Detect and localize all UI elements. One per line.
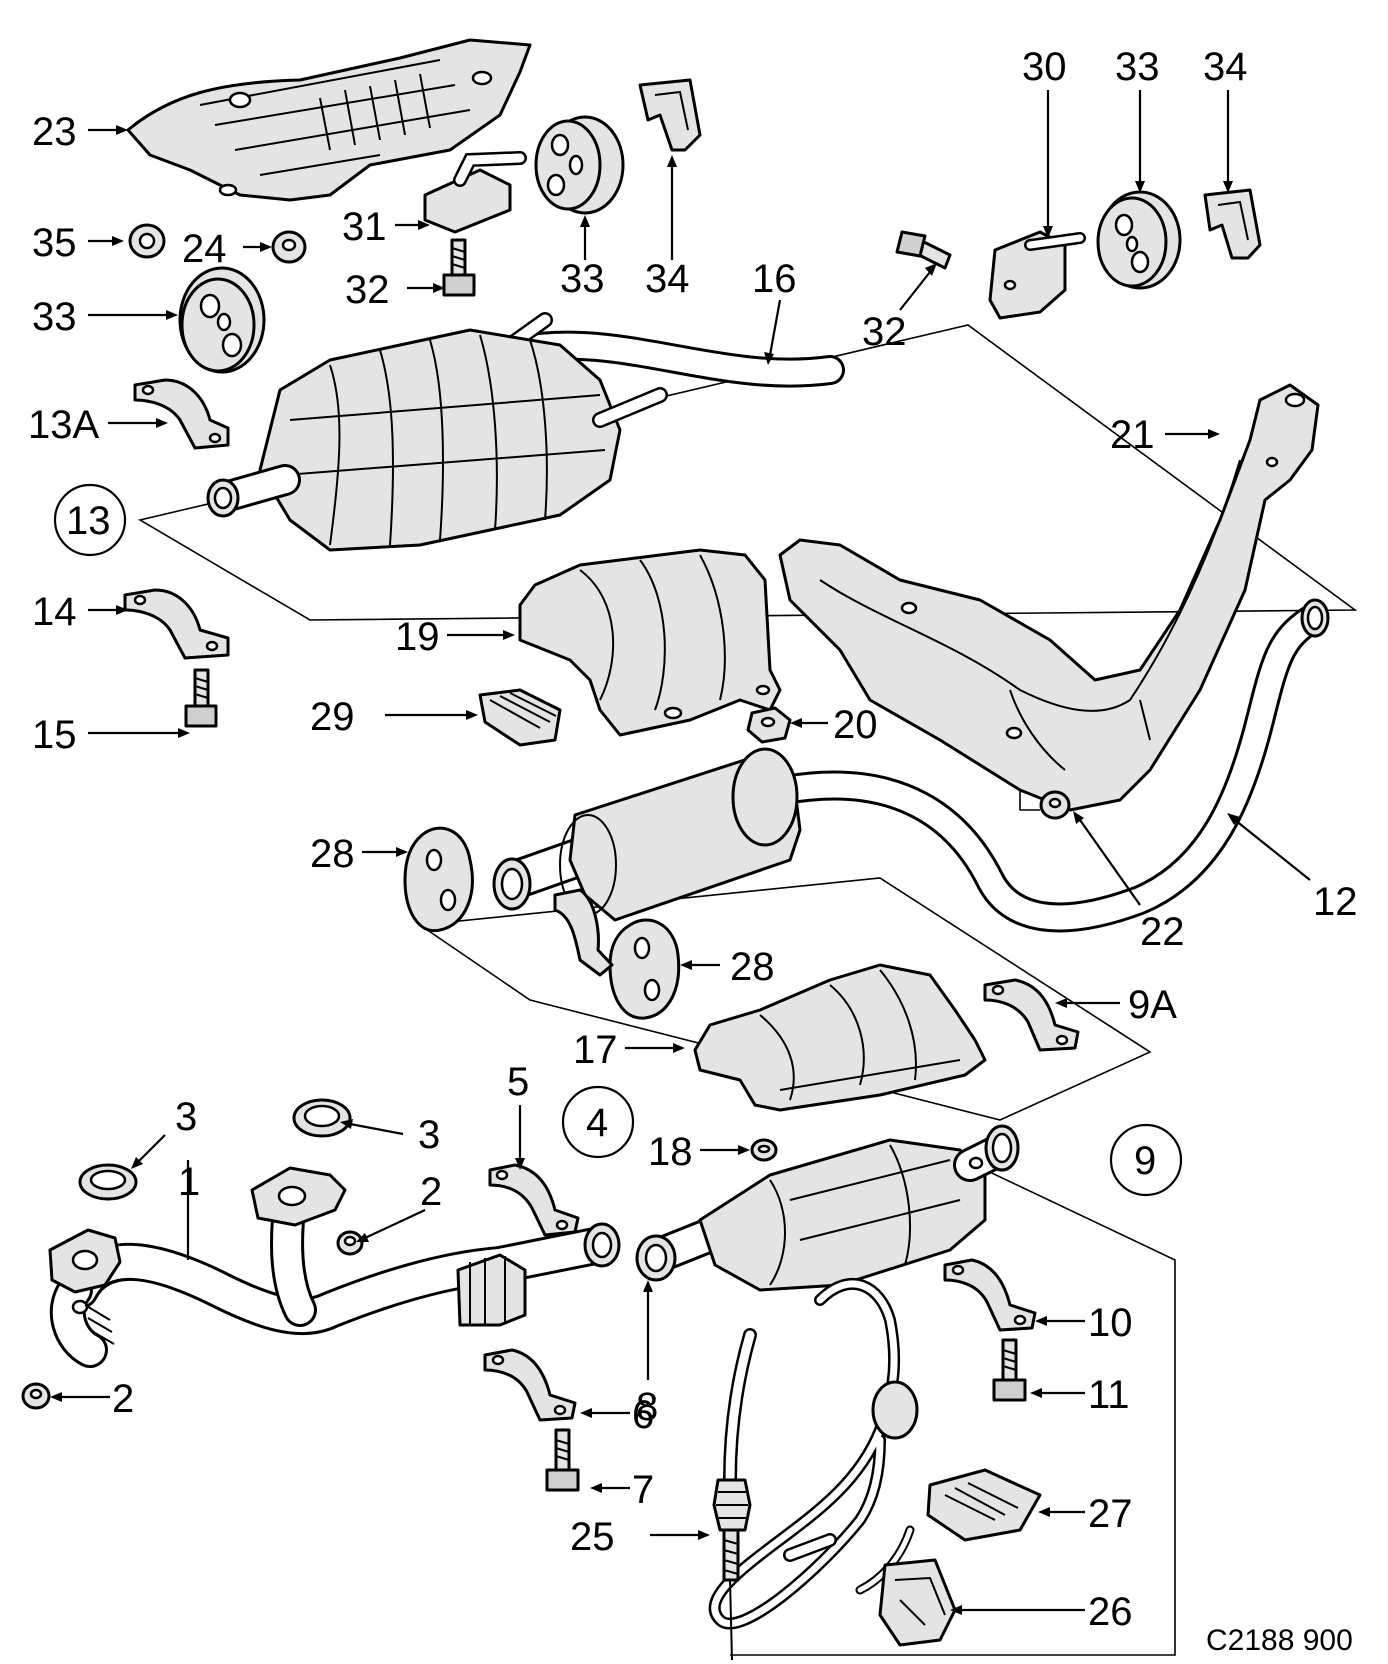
callout-23: 23 <box>32 110 77 154</box>
clip-27 <box>926 1468 1042 1542</box>
gasket-3-right <box>292 1098 352 1138</box>
assembly-guide-lines <box>137 324 1358 1656</box>
callout-16: 16 <box>752 257 797 301</box>
bolt-32-right <box>895 230 952 270</box>
callout-32-right: 32 <box>862 310 907 354</box>
callout-34-right: 34 <box>1203 45 1248 89</box>
callout-28-lower: 28 <box>730 945 775 989</box>
svg-text:9: 9 <box>1134 1139 1156 1183</box>
rubber-pad-29 <box>478 688 562 747</box>
callout-18: 18 <box>648 1130 693 1174</box>
callout-31: 31 <box>342 205 387 249</box>
gasket-28-lower <box>608 918 681 1020</box>
oxygen-sensor <box>708 1277 919 1661</box>
nut-2-lower <box>21 1382 51 1410</box>
nut-35 <box>128 223 166 259</box>
callout-2-lower: 2 <box>112 1377 134 1421</box>
callout-35: 35 <box>32 221 77 265</box>
callout-26: 26 <box>1088 1590 1133 1634</box>
assembly-ref-13: 13 <box>53 483 127 557</box>
callout-14: 14 <box>32 590 77 634</box>
intermediate-pipe <box>770 598 1330 933</box>
front-pipe <box>48 1166 621 1368</box>
front-heat-shield <box>778 383 1320 812</box>
callout-30: 30 <box>1022 45 1067 89</box>
callout-7: 7 <box>632 1468 654 1512</box>
callout-20: 20 <box>833 703 878 747</box>
callout-25: 25 <box>570 1515 615 1559</box>
callout-19: 19 <box>395 615 440 659</box>
clip-34-top <box>638 78 702 152</box>
callout-24: 24 <box>182 227 227 271</box>
callout-11: 11 <box>1088 1373 1130 1417</box>
callout-27: 27 <box>1088 1492 1133 1536</box>
callout-12: 12 <box>1313 880 1358 924</box>
rubber-hanger-33-top <box>534 115 625 215</box>
callout-10: 10 <box>1088 1301 1133 1345</box>
callout-17: 17 <box>573 1028 618 1072</box>
nut-18 <box>750 1138 778 1162</box>
gasket-28-upper <box>403 826 474 933</box>
centre-heat-shield <box>518 548 782 737</box>
callout-33-top: 33 <box>560 257 605 301</box>
callout-8: 8 <box>636 1385 658 1429</box>
rubber-hanger-33-left <box>178 266 266 374</box>
clip-34-right <box>1203 188 1262 260</box>
clamp-6 <box>483 1348 577 1422</box>
gasket-3-left <box>78 1163 138 1201</box>
clamp-5 <box>488 1163 580 1237</box>
callout-13a: 13A <box>28 403 99 447</box>
catalytic-converter <box>635 1124 1020 1292</box>
assembly-ref-4: 4 <box>561 1085 635 1159</box>
callout-9a: 9A <box>1128 983 1177 1027</box>
clip-26 <box>878 1558 957 1647</box>
rear-silencer <box>206 312 845 552</box>
rear-heat-shield <box>126 38 532 202</box>
rubber-hanger-33-right <box>1096 190 1182 290</box>
callout-22: 22 <box>1140 910 1185 954</box>
callout-5: 5 <box>507 1060 529 1104</box>
middle-silencer <box>492 747 802 922</box>
hanger-bracket-30 <box>988 230 1086 320</box>
nut-2-upper <box>336 1230 364 1256</box>
svg-text:13: 13 <box>66 499 111 543</box>
bolt-32-left <box>442 238 476 297</box>
clamp-13a <box>133 378 230 450</box>
callout-33-left: 33 <box>32 295 77 339</box>
nut-22 <box>1039 790 1071 820</box>
nut-20 <box>746 706 792 744</box>
callout-21: 21 <box>1110 413 1155 457</box>
middle-silencer-clamp <box>553 888 614 977</box>
assembly-references: 13 4 9 <box>53 483 1183 1197</box>
catalyst-heat-shield <box>693 963 987 1112</box>
callout-3-right: 3 <box>418 1113 440 1157</box>
drawing-code: C2188 900 <box>1206 1624 1353 1657</box>
callout-29: 29 <box>310 695 355 739</box>
callout-labels: 23 35 24 33 13A 14 15 31 32 33 34 16 32 … <box>28 45 1358 1634</box>
leader-lines <box>50 90 1311 1615</box>
callout-34-top: 34 <box>645 257 690 301</box>
clamp-10 <box>943 1258 1037 1332</box>
callout-2-upper: 2 <box>420 1170 442 1214</box>
callout-32-left: 32 <box>345 268 390 312</box>
callout-6: 6 <box>632 1393 654 1437</box>
bolt-15 <box>184 668 218 728</box>
callout-33-right: 33 <box>1115 45 1160 89</box>
clamp-9a <box>983 978 1080 1052</box>
bolt-7 <box>545 1428 580 1492</box>
hanger-bracket-31 <box>423 151 527 234</box>
callout-3-left: 3 <box>175 1095 197 1139</box>
callout-1: 1 <box>178 1160 200 1204</box>
nut-24 <box>271 230 307 264</box>
bolt-11 <box>992 1338 1027 1402</box>
assembly-ref-9: 9 <box>1109 1123 1183 1197</box>
clamp-14 <box>123 588 230 660</box>
callout-15: 15 <box>32 713 77 757</box>
svg-text:4: 4 <box>586 1101 608 1145</box>
callout-28-upper: 28 <box>310 832 355 876</box>
